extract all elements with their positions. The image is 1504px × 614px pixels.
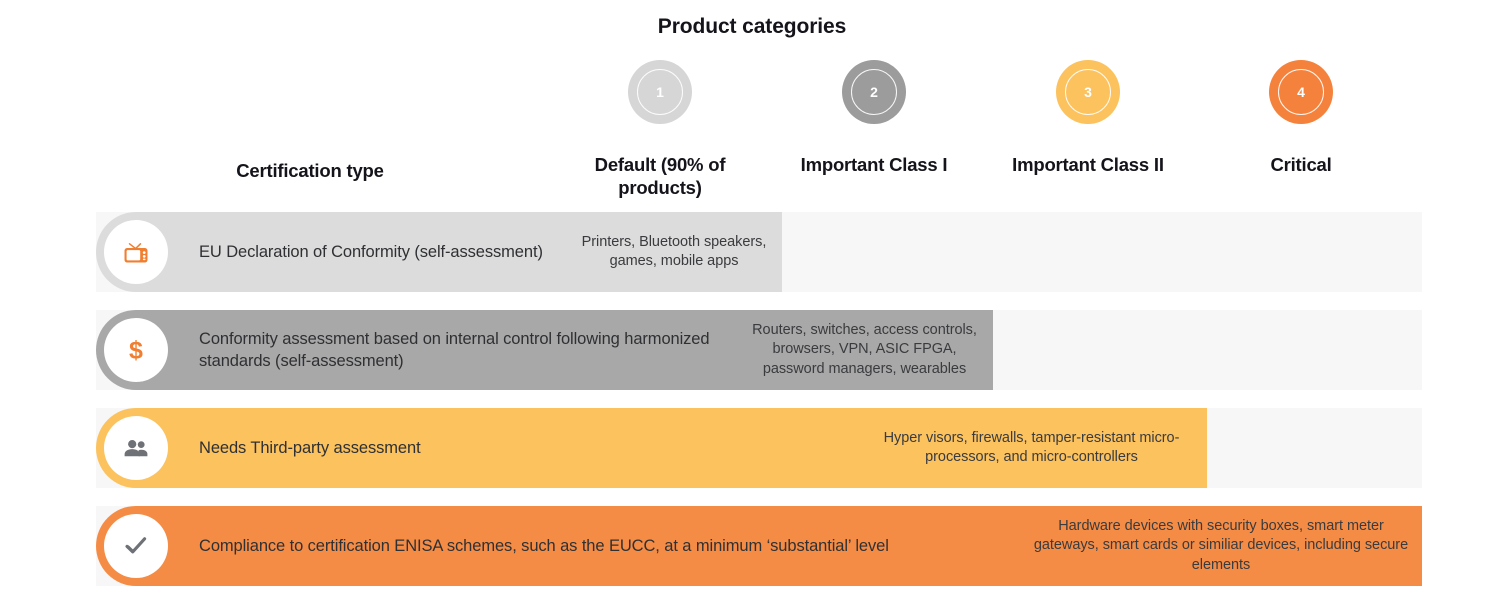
category-number-1: 1 [656, 84, 664, 100]
row-label-2: Conformity assessment based on internal … [199, 329, 710, 370]
table-row: Needs Third-party assessment Hyper visor… [96, 408, 1422, 488]
category-badge-3: 3 [1056, 60, 1120, 124]
category-badge-4: 4 [1269, 60, 1333, 124]
row-products-2: Routers, switches, access controls, brow… [752, 322, 977, 377]
row-label-4: Compliance to certification ENISA scheme… [199, 536, 889, 555]
category-badge-1: 1 [628, 60, 692, 124]
category-column-2: 2 Important Class I [774, 60, 974, 177]
svg-text:$: $ [129, 337, 143, 365]
row-icon-badge-1 [104, 220, 168, 284]
row-products-4: Hardware devices with security boxes, sm… [1033, 518, 1409, 573]
retro-tv-icon [124, 243, 148, 263]
category-number-4: 4 [1297, 84, 1305, 100]
row-icon-badge-3 [104, 416, 168, 480]
category-label-1: Default (90% of products) [594, 154, 726, 198]
row-label-1: EU Declaration of Conformity (self-asses… [199, 242, 543, 261]
category-label-3: Important Class II [1012, 154, 1164, 175]
category-label-2: Important Class I [800, 154, 948, 175]
certification-type-header: Certification type [236, 160, 384, 181]
table-row: $ Conformity assessment based on interna… [96, 310, 1422, 390]
row-label-3: Needs Third-party assessment [199, 438, 421, 457]
category-number-2: 2 [870, 84, 878, 100]
row-products-3: Hyper visors, firewalls, tamper-resistan… [883, 429, 1180, 465]
category-badge-ring-1: 1 [637, 69, 683, 115]
category-column-1: 1 Default (90% of products) [560, 60, 760, 200]
people-group-icon [124, 440, 148, 457]
category-number-3: 3 [1084, 84, 1092, 100]
category-badge-ring-3: 3 [1065, 69, 1111, 115]
category-badge-2: 2 [842, 60, 906, 124]
category-label-4: Critical [1270, 154, 1332, 175]
category-column-4: 4 Critical [1201, 60, 1401, 177]
row-icon-badge-2: $ [104, 318, 168, 382]
category-badge-ring-2: 2 [851, 69, 897, 115]
table-row: EU Declaration of Conformity (self-asses… [96, 212, 1422, 292]
row-bar-2 [96, 310, 993, 390]
row-bar-1 [96, 212, 782, 292]
row-bar-4 [96, 506, 1422, 586]
row-products-1: Printers, Bluetooth speakers, games, mob… [581, 233, 767, 269]
checkmark-icon [125, 537, 147, 554]
page-title: Product categories [657, 15, 847, 38]
row-icon-badge-4 [104, 514, 168, 578]
table-row: Compliance to certification ENISA scheme… [96, 506, 1422, 586]
category-column-3: 3 Important Class II [988, 60, 1188, 177]
row-bar-3 [96, 408, 1207, 488]
category-badge-ring-4: 4 [1278, 69, 1324, 115]
dollar-sign-icon: $ [129, 337, 143, 365]
